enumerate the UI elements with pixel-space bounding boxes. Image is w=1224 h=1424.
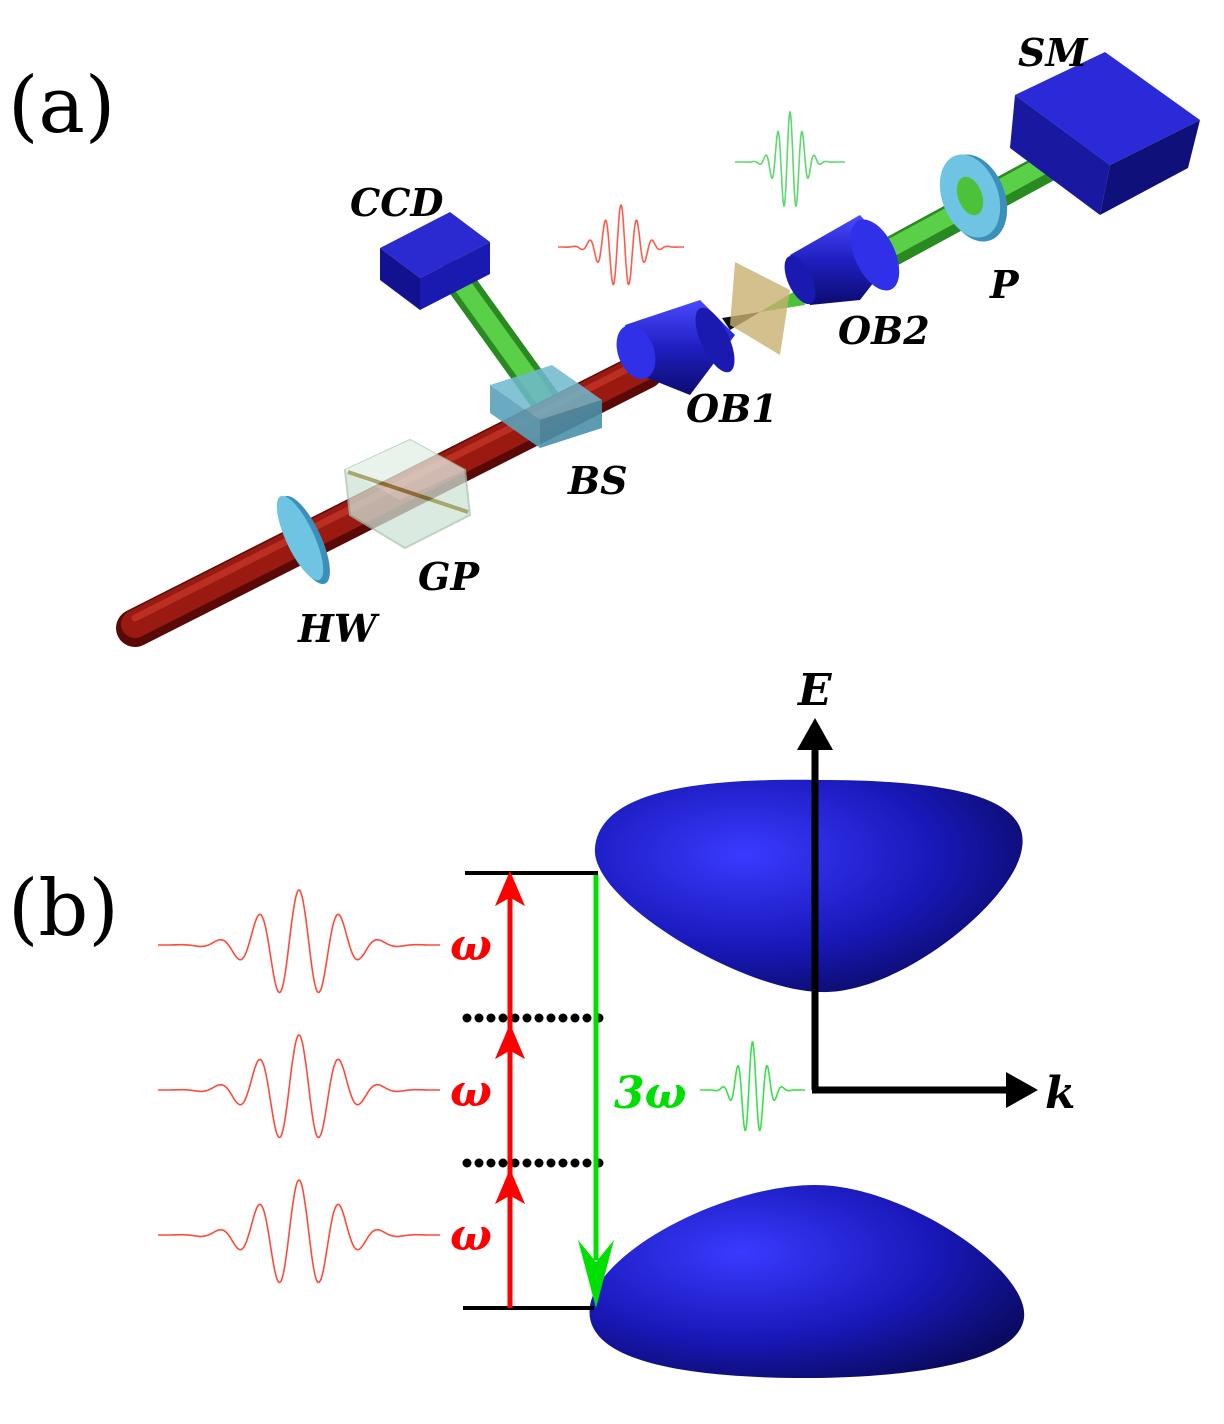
virtual-level-dot: [522, 1158, 532, 1168]
axis-e-label: E: [796, 665, 833, 716]
valence-band: [589, 1185, 1025, 1378]
axis-k-label: k: [1045, 1068, 1076, 1119]
virtual-level-dot: [534, 1013, 544, 1023]
virtual-level-dot: [546, 1158, 556, 1168]
absorption-arrows: [494, 870, 526, 1308]
virtual-level-dot: [498, 1158, 508, 1168]
third-harmonic-label: 3ω: [614, 1068, 687, 1119]
beam-splitter: [490, 365, 602, 448]
virtual-level-dot: [582, 1158, 592, 1168]
virtual-level-dot: [474, 1013, 484, 1023]
virtual-level-dot: [474, 1158, 484, 1168]
objective-2: [784, 215, 900, 305]
panel-a-label: (a): [8, 61, 115, 151]
virtual-level-dot: [510, 1158, 520, 1168]
virtual-level-dot: [462, 1013, 472, 1023]
virtual-level-dot: [582, 1013, 592, 1023]
fundamental-pulse-a: [558, 203, 684, 286]
virtual-level-dot: [510, 1013, 520, 1023]
virtual-level-dot: [462, 1158, 472, 1168]
objective-1: [616, 300, 735, 395]
virtual-level-dot: [570, 1013, 580, 1023]
emission-arrow: [578, 875, 614, 1308]
ob1-label: OB1: [686, 386, 778, 431]
virtual-level-2: [462, 1158, 604, 1168]
gp-label: GP: [418, 554, 480, 599]
ccd-label: CCD: [350, 180, 443, 225]
axes: [797, 718, 1038, 1108]
virtual-level-dot: [570, 1158, 580, 1168]
spectrometer: [1010, 52, 1200, 215]
bs-label: BS: [567, 458, 628, 503]
p-label: P: [989, 262, 1020, 307]
harmonic-pulse-a: [735, 110, 845, 208]
virtual-level-dot: [558, 1158, 568, 1168]
conduction-band: [594, 779, 1023, 993]
virtual-level-dot: [498, 1013, 508, 1023]
virtual-level-dot: [558, 1013, 568, 1023]
sample: [730, 262, 790, 355]
hw-label: HW: [297, 606, 380, 651]
virtual-level-dot: [522, 1013, 532, 1023]
fundamental-pulse-3: [158, 1179, 440, 1284]
virtual-level-dot: [534, 1158, 544, 1168]
ccd-camera: [380, 212, 490, 310]
omega-label-3: ω: [450, 1210, 492, 1261]
sm-label: SM: [1018, 30, 1088, 75]
virtual-level-dot: [486, 1013, 496, 1023]
half-wave-plate: [276, 495, 330, 585]
virtual-level-1: [462, 1013, 604, 1023]
virtual-level-dot: [546, 1013, 556, 1023]
omega-label-2: ω: [450, 1066, 492, 1117]
omega-label-1: ω: [450, 920, 492, 971]
polarizer: [939, 154, 1008, 242]
harmonic-pulse: [700, 1040, 805, 1132]
panel-b-label: (b): [8, 864, 119, 954]
fundamental-pulse-2: [158, 1034, 440, 1139]
glan-prism: [343, 438, 472, 550]
ob2-label: OB2: [838, 308, 930, 353]
virtual-level-dot: [486, 1158, 496, 1168]
fundamental-pulse-1: [158, 889, 440, 994]
